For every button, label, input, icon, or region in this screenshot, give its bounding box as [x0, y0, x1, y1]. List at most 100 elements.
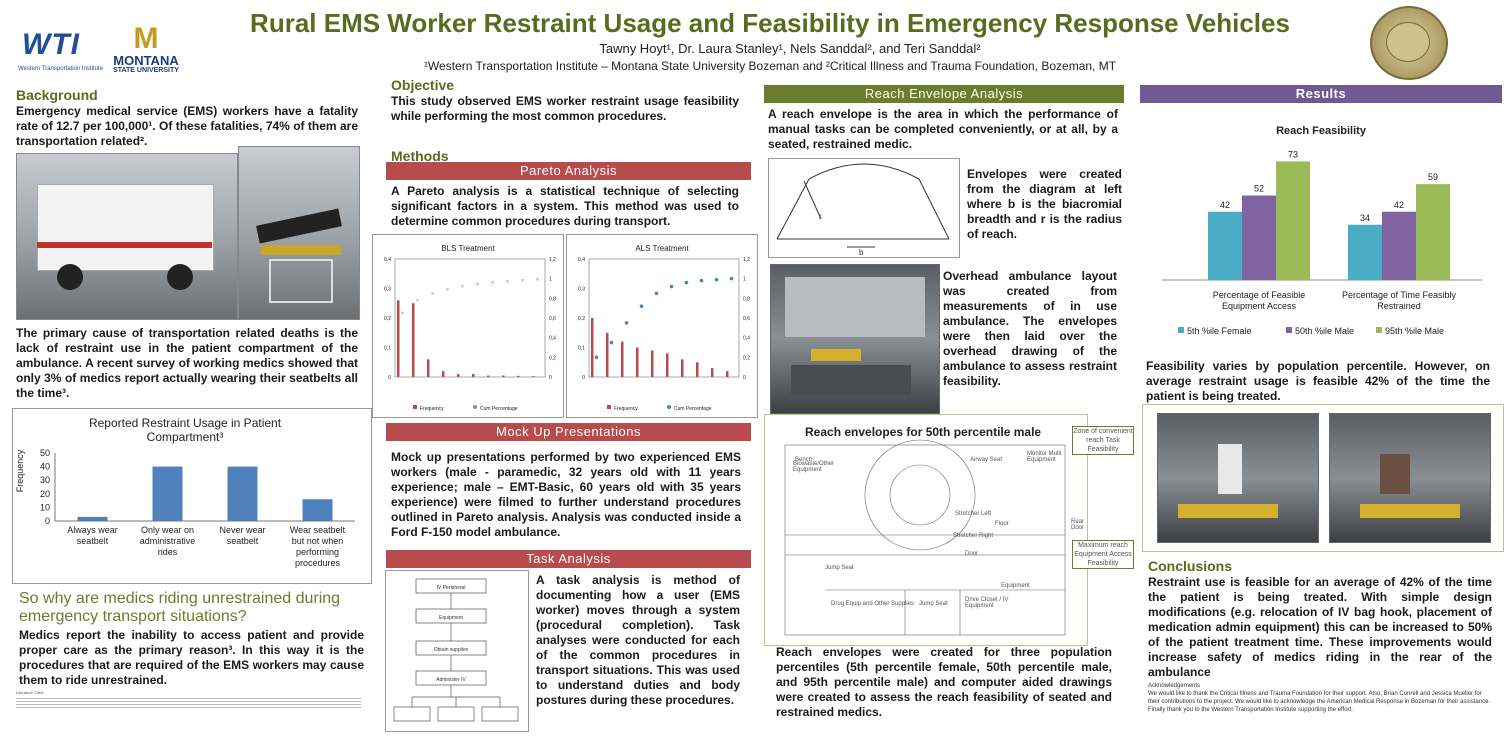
pareto-frequency-bar — [636, 347, 639, 377]
plan-label-stretcher-left: Stretcher Left — [955, 511, 992, 517]
plan-label-door: Door — [965, 551, 979, 557]
pareto-frequency-bar — [711, 368, 714, 377]
background-paragraph-2: The primary cause of transportation rela… — [16, 326, 358, 400]
reach-category-label: Equipment Access — [1222, 301, 1297, 311]
pareto-frequency-bar — [412, 303, 415, 377]
pareto-cumulative-point: × — [461, 285, 465, 291]
reach-diagram-svg: r b — [776, 163, 950, 257]
reach-legend-label: 50th %ile Male — [1295, 326, 1354, 336]
pareto-ytick-right: 1 — [743, 277, 746, 283]
plan-label-biowaste: Biowaste/Other Equipment — [793, 461, 835, 473]
task-analysis-header: Task Analysis — [386, 550, 751, 568]
reach-category-label: Restrained — [1377, 301, 1421, 311]
pareto-legend-cum: Cum Percentage — [480, 406, 518, 412]
pareto-ytick-right: 1 — [549, 277, 552, 283]
restraint-usage-chart: Reported Restraint Usage in PatientCompa… — [15, 416, 355, 568]
pareto-cumulative-point: × — [476, 283, 480, 289]
acknowledgements: Acknowledgements We would like to thank … — [1148, 682, 1492, 714]
pareto-cumulative-point: × — [521, 279, 525, 285]
task-node-3: Obtain supplies — [434, 647, 469, 653]
reach-bar — [1276, 161, 1310, 280]
restraint-bar — [77, 516, 108, 521]
pareto-title: ALS Treatment — [635, 244, 689, 253]
restraint-bar — [302, 499, 333, 521]
plan-label-monitor: Monitor Multi Equipment — [1027, 451, 1062, 463]
restraint-ytick: 0 — [45, 516, 50, 526]
msu-logo-line2: STATE UNIVERSITY — [113, 67, 179, 74]
pareto-cumulative-point — [669, 284, 674, 289]
task-flow-diagram: IV Peripheral Equipment Obtain supplies … — [385, 570, 529, 732]
restraint-chart-title: Compartment³ — [147, 430, 224, 444]
reach-legend-swatch — [1178, 327, 1184, 333]
objective-body: This study observed EMS worker restraint… — [391, 94, 739, 123]
reach-plan-panel: Reach envelopes for 50th percentile male… — [764, 414, 1088, 646]
pareto-legend-frequency-swatch — [413, 405, 417, 409]
task-node-1: IV Peripheral — [437, 585, 466, 591]
reach-conclusion: Reach envelopes were created for three p… — [776, 645, 1112, 719]
reach-bar-value: 42 — [1394, 200, 1404, 210]
reach-bar — [1208, 211, 1242, 280]
seal-logo — [1370, 6, 1448, 80]
reach-label-b: b — [859, 248, 864, 257]
reach-label-r: r — [819, 212, 822, 221]
task-flow-svg: IV Peripheral Equipment Obtain supplies … — [393, 578, 519, 722]
reach-bar-value: 59 — [1428, 172, 1438, 182]
pareto-frequency-bar — [487, 375, 490, 377]
mock-up-body: Mock up presentations performed by two e… — [391, 450, 741, 539]
plan-label-jump-seat-2: Jump Seat — [919, 601, 948, 607]
plan-label-drug-equip: Drug Equip and Other Supplies — [831, 601, 915, 607]
pareto-frequency-bar — [681, 359, 684, 377]
reach-category-label: Percentage of Time Feasibly — [1342, 290, 1457, 300]
bls-pareto-chart: BLS Treatment00,10,20,30,400,20,40,60,81… — [384, 244, 556, 412]
pareto-ytick-right: 1,2 — [549, 257, 556, 263]
reach-bar-value: 34 — [1360, 213, 1370, 223]
pareto-legend-frequency: Frequency — [420, 406, 444, 412]
conclusions-heading: Conclusions — [1148, 558, 1233, 574]
msu-logo: M MONTANA STATE UNIVERSITY — [106, 22, 186, 75]
results-header: Results — [1140, 85, 1502, 103]
pareto-ytick-left: 0,4 — [578, 257, 585, 263]
pareto-ytick-right: 0,2 — [743, 355, 750, 361]
ambulance-interior-photo — [770, 264, 940, 414]
question-body: Medics report the inability to access pa… — [19, 628, 364, 687]
pareto-ytick-right: 0,8 — [549, 296, 556, 302]
pareto-frequency-bar — [442, 371, 445, 377]
msu-logo-m: M — [133, 22, 159, 55]
plan-label-floor: Floor — [995, 521, 1009, 527]
pareto-body: A Pareto analysis is a statistical techn… — [391, 184, 739, 228]
pareto-frequency-bar — [397, 300, 400, 377]
reach-bar-value: 73 — [1288, 149, 1298, 159]
pareto-cumulative-point: × — [416, 298, 420, 304]
acknowledgements-text: We would like to thank the Critical Illn… — [1148, 691, 1491, 713]
objective-heading: Objective — [391, 77, 455, 93]
ambulance-exterior-photo — [16, 153, 238, 320]
overhead-text: Overhead ambulance layout was created fr… — [943, 269, 1117, 388]
restraint-bar — [152, 466, 183, 521]
pareto-legend-cum: Cum Percentage — [674, 406, 712, 412]
reach-bar — [1348, 224, 1382, 280]
task-node-2: Equipment — [439, 615, 464, 621]
restraint-category-label: seatbelt — [227, 536, 259, 546]
references: Literature Cited — [16, 690, 361, 710]
pareto-legend-cum-swatch — [473, 405, 477, 409]
affiliations: ¹Western Transportation Institute – Mont… — [423, 59, 1117, 73]
pareto-cumulative-point: × — [491, 281, 495, 287]
pareto-frequency-bar — [517, 375, 520, 377]
reach-bar-value: 42 — [1220, 200, 1230, 210]
reach-legend-swatch — [1376, 327, 1382, 333]
restraint-category-label: Always wear — [67, 525, 118, 535]
pareto-cumulative-point: × — [506, 280, 510, 286]
reach-bar-value: 52 — [1254, 184, 1264, 194]
restraint-ytick: 30 — [40, 475, 50, 485]
pareto-cumulative-point — [699, 278, 704, 283]
restraint-category-label: rides — [158, 547, 178, 557]
reach-legend-label: 5th %ile Female — [1187, 326, 1252, 336]
pareto-cumulative-point — [714, 277, 719, 282]
pareto-ytick-right: 0,6 — [743, 316, 750, 322]
pareto-cumulative-point: × — [401, 311, 405, 317]
pareto-frequency-bar — [472, 374, 475, 377]
pareto-ytick-right: 0 — [743, 375, 746, 381]
authors: Tawny Hoyt¹, Dr. Laura Stanley¹, Nels Sa… — [599, 41, 981, 56]
